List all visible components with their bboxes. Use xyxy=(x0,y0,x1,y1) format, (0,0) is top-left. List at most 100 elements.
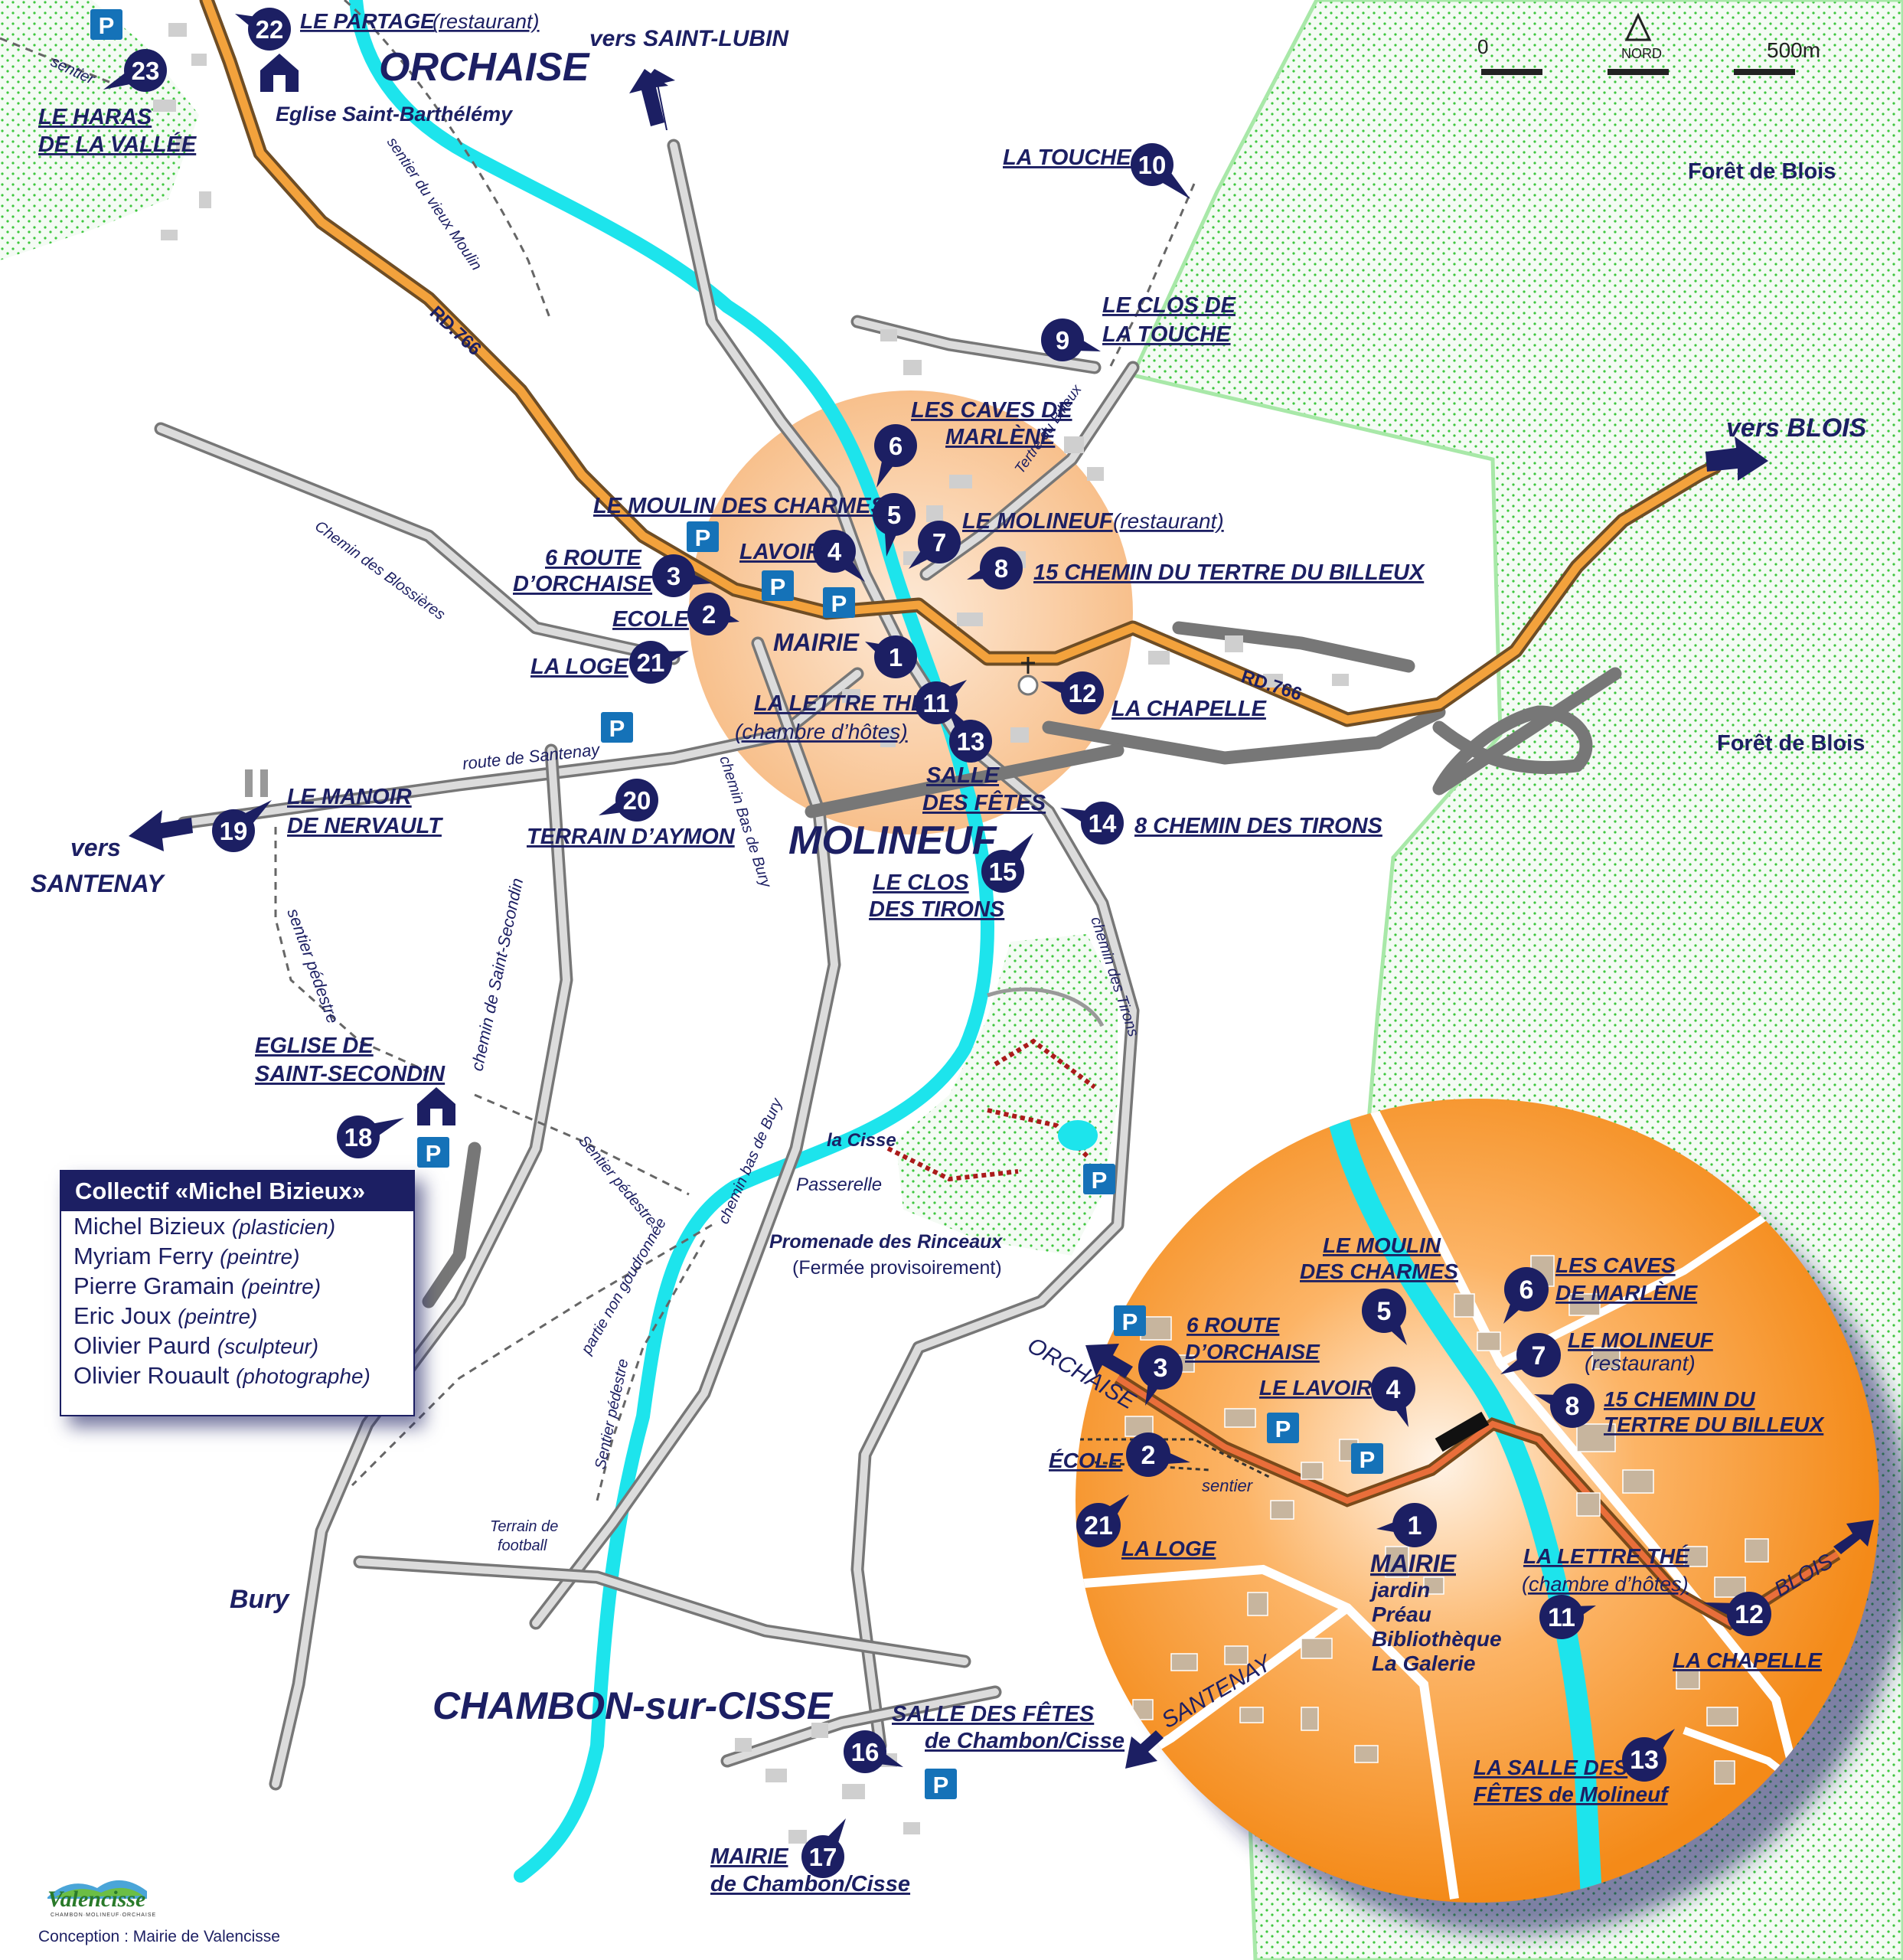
place-pin-21[interactable]: 21 xyxy=(629,641,689,684)
pin-badge xyxy=(844,1730,886,1773)
inset-pin-7[interactable]: 7 xyxy=(1500,1333,1561,1377)
pin-number: 21 xyxy=(1084,1511,1113,1540)
inset-label-8b: TERTRE DU BILLEUX xyxy=(1604,1413,1826,1436)
inset-pin-13[interactable]: 13 xyxy=(1622,1729,1675,1782)
pin-badge xyxy=(915,681,958,724)
svg-text:P: P xyxy=(1360,1446,1376,1473)
inset-label-21: LA LOGE xyxy=(1121,1537,1217,1560)
promenade-note: (Fermée provisoirement) xyxy=(792,1257,1002,1279)
pin-badge xyxy=(1131,143,1173,186)
inset-label-3a: 6 ROUTE xyxy=(1187,1313,1281,1337)
inset-label-3b: D’ORCHAISE xyxy=(1185,1340,1320,1364)
pin-badge xyxy=(1126,1432,1170,1477)
inset-label-13b: FÊTES de Molineuf xyxy=(1474,1782,1670,1806)
pin-badge xyxy=(1550,1383,1595,1428)
legend-collectif: Collectif «Michel Bizieux» Michel Bizieu… xyxy=(60,1170,415,1416)
place-pin-9[interactable]: 9 xyxy=(1041,318,1101,361)
member-name: Myriam Ferry xyxy=(73,1243,214,1269)
pin-number: 21 xyxy=(637,648,665,677)
place-pin-14[interactable]: 14 xyxy=(1060,802,1124,844)
svg-text:P: P xyxy=(933,1772,949,1798)
place-pin-4[interactable]: 4 xyxy=(813,530,865,582)
place-label-16b: de Chambon/Cisse xyxy=(925,1729,1124,1753)
inset-pin-6[interactable]: 6 xyxy=(1503,1267,1549,1324)
place-label-16a: SALLE DES FÊTES xyxy=(892,1700,1095,1726)
pin-number: 3 xyxy=(667,562,681,590)
place-pin-8[interactable]: 8 xyxy=(967,547,1023,590)
pin-badge xyxy=(124,49,167,92)
place-pin-7[interactable]: 7 xyxy=(909,521,961,569)
place-pin-19[interactable]: 19 xyxy=(212,800,272,852)
inset-label-11a: LA LETTRE THÉ xyxy=(1523,1544,1690,1568)
legend-member: Olivier Rouault (photographe) xyxy=(61,1361,413,1390)
pin-number: 2 xyxy=(702,600,716,629)
forest-label-1: Forêt de Blois xyxy=(1688,159,1836,184)
place-pin-6[interactable]: 6 xyxy=(874,424,917,488)
footpaths xyxy=(0,0,1196,1501)
pin-badge xyxy=(1622,1737,1666,1782)
inset-label-5b: DES CHARMES xyxy=(1300,1259,1458,1283)
legend-member: Michel Bizieux (plasticien) xyxy=(61,1211,413,1241)
pin-number: 14 xyxy=(1089,809,1117,838)
road-label-sentier-pedestre-3: Sentier pédestre xyxy=(592,1357,632,1471)
pin-badge xyxy=(801,1835,844,1878)
inset-label-13a: LA SALLE DES xyxy=(1474,1756,1628,1779)
pin-number: 7 xyxy=(1532,1341,1546,1370)
inset-pin-8[interactable]: 8 xyxy=(1534,1383,1595,1428)
place-label-3a: 6 ROUTE xyxy=(545,546,642,570)
inset-pin-1[interactable]: 1 xyxy=(1376,1503,1437,1547)
pin-badge xyxy=(212,809,255,852)
place-pin-17[interactable]: 17 xyxy=(801,1818,846,1878)
pin-number: 16 xyxy=(851,1738,880,1766)
place-label-7: LE MOLINEUF xyxy=(962,509,1114,534)
inset-label-12: LA CHAPELLE xyxy=(1673,1648,1823,1672)
inset-label-7b: (restaurant) xyxy=(1585,1351,1696,1375)
logo-hills-icon xyxy=(47,1880,147,1899)
inset-pin-5[interactable]: 5 xyxy=(1362,1289,1407,1345)
place-label-18a: EGLISE DE xyxy=(255,1034,374,1058)
svg-text:P: P xyxy=(426,1140,442,1167)
member-role: (peintre) xyxy=(220,1245,300,1269)
place-pin-5[interactable]: 5 xyxy=(873,493,916,557)
place-pin-2[interactable]: 2 xyxy=(687,593,739,635)
place-label-15b: DES TIRONS xyxy=(869,897,1005,922)
place-label-15a: LE CLOS xyxy=(873,871,969,895)
place-label-11-note: (chambre d’hôtes) xyxy=(735,720,908,743)
inset-pin-3[interactable]: 3 xyxy=(1138,1345,1183,1406)
place-pin-11[interactable]: 11 xyxy=(915,680,967,724)
place-pin-16[interactable]: 16 xyxy=(844,1730,903,1773)
inset-label-4: LE LAVOIR xyxy=(1259,1376,1373,1400)
place-label-14: 8 CHEMIN DES TIRONS xyxy=(1134,814,1383,838)
north-label: NORD xyxy=(1621,46,1662,61)
place-pin-1[interactable]: 1 xyxy=(865,635,917,678)
parking-icon: P xyxy=(925,1769,957,1799)
place-label-6a: LES CAVES DE xyxy=(911,398,1073,423)
place-pin-10[interactable]: 10 xyxy=(1131,143,1190,199)
pin-number: 11 xyxy=(1548,1603,1575,1632)
place-pin-12[interactable]: 12 xyxy=(1040,671,1104,714)
inset-pin-11[interactable]: 11 xyxy=(1539,1595,1596,1639)
place-pin-3[interactable]: 3 xyxy=(652,554,712,597)
place-pin-20[interactable]: 20 xyxy=(599,779,658,822)
member-role: (peintre) xyxy=(178,1305,258,1328)
place-pin-13[interactable]: 13 xyxy=(948,707,992,763)
place-pin-15[interactable]: 15 xyxy=(981,833,1033,893)
place-label-5: LE MOULIN DES CHARMES xyxy=(593,494,886,518)
road-label-football-1: Terrain de xyxy=(490,1518,558,1535)
pin-badge xyxy=(1061,671,1104,714)
river-la-cisse xyxy=(349,0,994,1883)
member-name: Michel Bizieux xyxy=(73,1213,226,1240)
place-pin-18[interactable]: 18 xyxy=(337,1116,404,1158)
pin-number: 5 xyxy=(1377,1297,1392,1326)
inset-pin-21[interactable]: 21 xyxy=(1076,1494,1129,1547)
pin-number: 9 xyxy=(1056,326,1069,354)
pin-badge xyxy=(981,850,1024,893)
place-label-23b: DE LA VALLÉE xyxy=(38,132,197,157)
inset-pin-12[interactable]: 12 xyxy=(1703,1592,1771,1636)
member-name: Pierre Gramain xyxy=(73,1272,235,1299)
place-pin-23[interactable]: 23 xyxy=(103,49,167,92)
pin-badge xyxy=(1362,1289,1406,1333)
inset-pin-2[interactable]: 2 xyxy=(1126,1432,1190,1477)
place-pin-22[interactable]: 22 xyxy=(235,8,291,51)
inset-pin-4[interactable]: 4 xyxy=(1371,1367,1415,1427)
